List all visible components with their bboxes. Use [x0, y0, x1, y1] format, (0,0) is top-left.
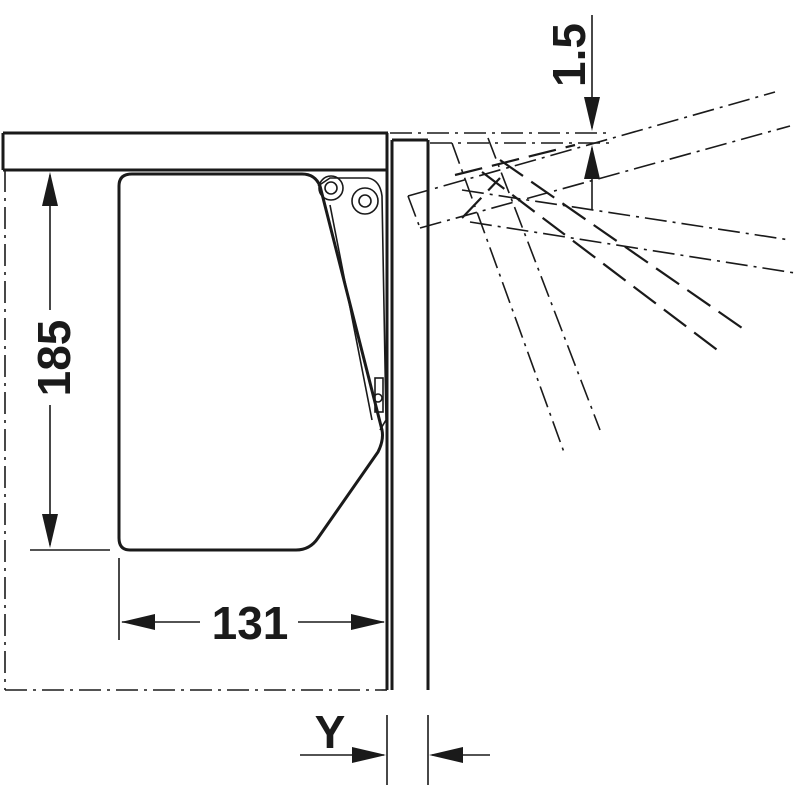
- arrow-up-icon: [42, 172, 58, 206]
- dimension-131: 131: [118, 558, 385, 649]
- arrow-right-icon: [352, 747, 386, 763]
- arrow-down-icon: [42, 514, 58, 548]
- dimension-1-5-label: 1.5: [543, 23, 595, 87]
- lift-mechanism-housing: [117, 172, 387, 552]
- cabinet-outline: [4, 170, 387, 691]
- flap-open-positions: [390, 91, 796, 456]
- arrow-left-icon: [429, 747, 463, 763]
- front-flap: [390, 138, 430, 690]
- arrow-right-icon: [351, 614, 385, 630]
- arrow-down-icon: [584, 97, 600, 131]
- arrow-left-icon: [121, 614, 155, 630]
- arrow-up-icon: [584, 145, 600, 179]
- dimension-y-label: Y: [315, 706, 346, 758]
- dimension-131-label: 131: [212, 597, 289, 649]
- dimension-1-5: 1.5: [543, 15, 600, 210]
- dimension-185: 185: [28, 172, 110, 551]
- dimension-y: Y: [300, 706, 490, 785]
- dimension-185-label: 185: [28, 320, 80, 397]
- cabinet-top-panel: [1, 131, 388, 172]
